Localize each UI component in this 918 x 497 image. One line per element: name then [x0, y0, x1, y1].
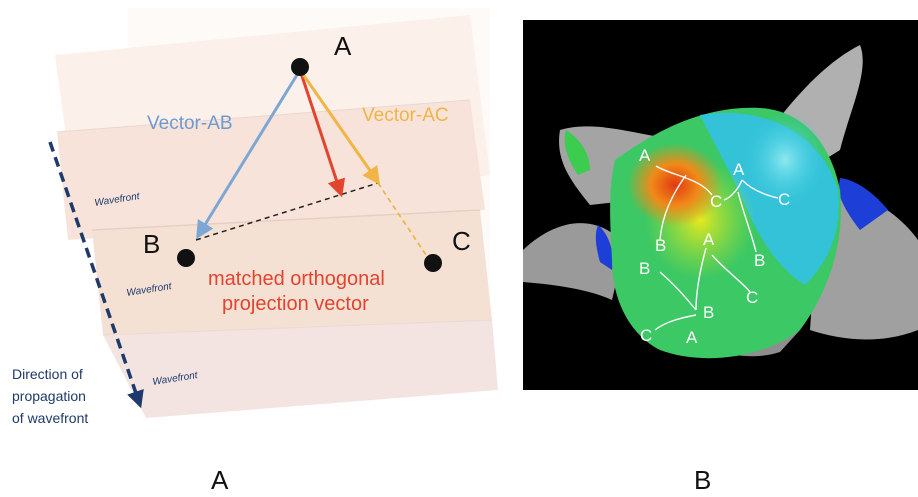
surface-hotspot — [627, 143, 723, 227]
vector-ab-label: Vector-AB — [147, 113, 233, 134]
projection-vector-arrow — [298, 69, 346, 198]
vector-ac-label: Vector-AC — [362, 105, 449, 126]
activation-map — [523, 45, 918, 359]
blue-region-left — [595, 225, 613, 270]
map-label: B — [703, 303, 714, 322]
panel-b: A C B A C B A B C B C A B — [523, 20, 918, 495]
ac-to-c-dashed-line — [377, 182, 429, 259]
wavefront-connector-line — [195, 182, 379, 241]
track-line — [737, 191, 757, 253]
wavefront-band-1 — [57, 100, 485, 240]
direction-label-line1: Direction of — [12, 366, 83, 382]
map-label: A — [639, 146, 651, 165]
panel-b-caption: B — [694, 465, 711, 495]
map-label: A — [703, 230, 715, 249]
wavefront-band-3 — [103, 320, 498, 418]
track-line — [654, 314, 697, 331]
track-line — [723, 179, 743, 201]
direction-label-line2: propagation — [12, 388, 86, 404]
map-label: C — [640, 326, 652, 345]
map-label: C — [746, 288, 758, 307]
map-label: B — [754, 251, 765, 270]
projection-label-line2: projection vector — [222, 293, 369, 315]
map-label: B — [655, 236, 666, 255]
vector-ac-arrow — [298, 69, 381, 185]
activation-track-lines — [654, 165, 779, 331]
direction-arrow — [48, 141, 144, 409]
direction-label-line3: of wavefront — [12, 410, 88, 426]
track-line — [659, 271, 697, 311]
map-label: A — [686, 328, 698, 347]
point-c-dot — [424, 254, 442, 272]
blue-region-right — [838, 178, 888, 230]
panel-a-caption: A — [211, 465, 229, 495]
projection-label-line1: matched orthogonal — [208, 268, 385, 290]
panel-a: A B C Vector-AB Vector-AC matched orthog… — [12, 8, 498, 495]
band-divider — [102, 319, 493, 336]
band-divider — [91, 209, 481, 231]
point-a-label: A — [334, 31, 352, 61]
track-line — [711, 254, 751, 293]
surface-light-cyan — [743, 112, 827, 208]
band-divider — [56, 99, 471, 133]
point-b-dot — [177, 249, 195, 267]
map-label: C — [778, 190, 790, 209]
map-label: A — [733, 160, 745, 179]
wavefront-band-2 — [92, 210, 492, 335]
map-label: B — [639, 259, 650, 278]
point-a-dot — [291, 58, 309, 76]
map-label: C — [710, 192, 722, 211]
point-b-label: B — [143, 229, 160, 259]
vector-ab-arrow — [196, 69, 302, 240]
point-c-label: C — [452, 226, 471, 256]
track-line — [741, 179, 779, 199]
track-line — [695, 247, 707, 311]
track-line — [659, 174, 687, 241]
surface-green-left — [564, 130, 590, 175]
